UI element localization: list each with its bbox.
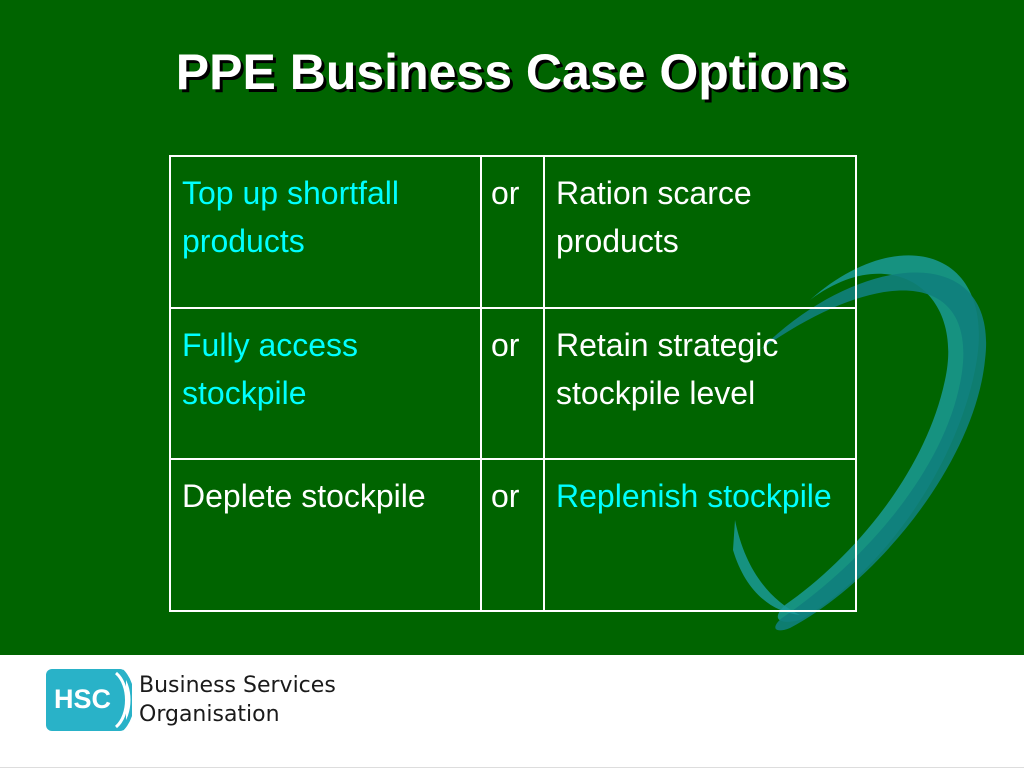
option-cell-right: Ration scarce products: [543, 155, 857, 309]
slide-title: PPE Business Case Options: [175, 44, 849, 100]
table-row: Deplete stockpile or Replenish stockpile: [169, 458, 857, 612]
connector-cell: or: [480, 155, 545, 309]
connector-cell: or: [480, 458, 545, 612]
org-name-line-2: Organisation: [139, 702, 280, 727]
option-cell-left: Fully access stockpile: [169, 306, 482, 461]
options-table: Top up shortfall products or Ration scar…: [169, 155, 857, 612]
slide-area: PPE Business Case Options Top up shortfa…: [0, 0, 1024, 655]
option-cell-left: Deplete stockpile: [169, 458, 482, 612]
hsc-logo-text: HSC: [54, 684, 112, 714]
hsc-logo-badge: [46, 669, 132, 731]
table-row: Top up shortfall products or Ration scar…: [169, 155, 857, 309]
option-cell-right: Replenish stockpile: [543, 458, 857, 612]
org-name-line-1: Business Services: [139, 673, 336, 698]
option-cell-right: Retain strategic stockpile level: [543, 306, 857, 461]
option-cell-left: Top up shortfall products: [169, 155, 482, 309]
connector-cell: or: [480, 306, 545, 461]
footer: HSC Business Services Organisation: [0, 655, 1024, 768]
table-row: Fully access stockpile or Retain strateg…: [169, 306, 857, 461]
